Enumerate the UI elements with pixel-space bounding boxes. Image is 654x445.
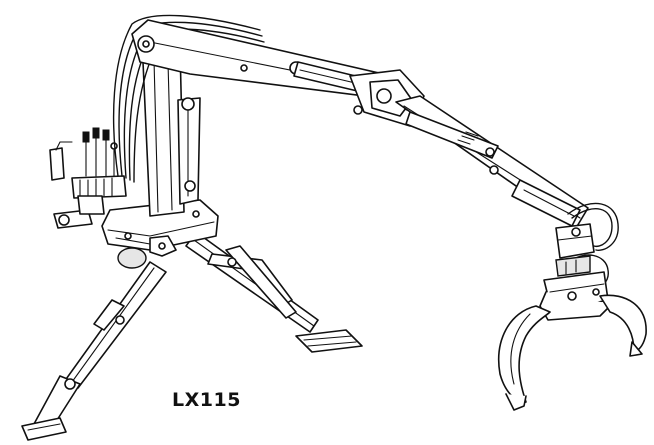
left-stabilizer-leg: [21, 261, 167, 441]
control-valve-bank: [49, 127, 127, 229]
right-stabilizer-leg: [185, 231, 363, 353]
rotator: [555, 223, 595, 277]
log-grapple: [498, 271, 647, 411]
outer-boom: [395, 95, 589, 229]
slewing-base: [101, 199, 219, 269]
model-label: LX115: [172, 389, 241, 411]
